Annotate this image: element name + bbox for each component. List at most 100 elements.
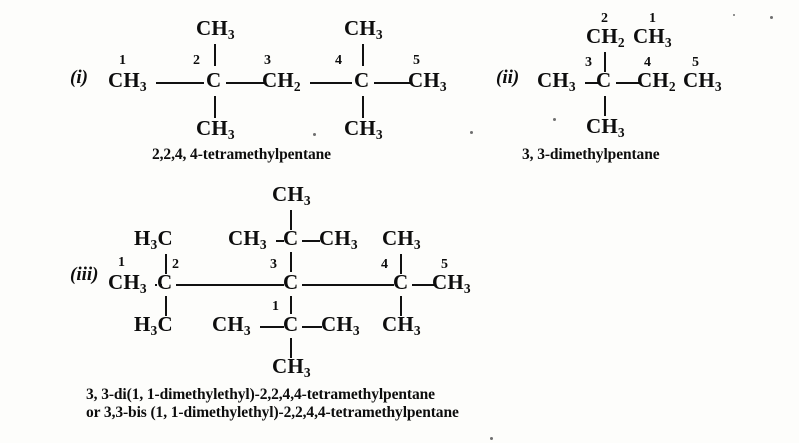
structure-iii-c2: C xyxy=(157,270,173,294)
subscript: 3 xyxy=(259,236,267,252)
subscript: 3 xyxy=(350,236,358,252)
subscript: 2 xyxy=(668,78,676,94)
structure-iii-c5: CH3 xyxy=(432,270,471,296)
subscript: 3 xyxy=(243,322,251,338)
structure-iii-bond-tbu-top-left xyxy=(276,240,284,242)
structure-ii-c5: CH3 xyxy=(683,68,722,94)
structure-iii-tbu-top-carbon: C xyxy=(283,226,299,250)
structure-i-c2-upper-methyl: CH3 xyxy=(196,16,235,42)
subscript: 3 xyxy=(568,78,576,94)
subscript: 3 xyxy=(463,280,471,296)
subscript: 3 xyxy=(139,280,147,296)
subscript: 3 xyxy=(303,364,311,380)
structure-iii-bond-c1-c2-stub2 xyxy=(160,284,162,286)
subscript: 3 xyxy=(352,322,360,338)
structure-iii-c2-lower-methyl: H3C xyxy=(134,312,173,338)
structure-i-locant-2: 2 xyxy=(193,53,200,68)
structure-i-locant-4: 4 xyxy=(335,53,342,68)
structure-i-locant-3: 3 xyxy=(264,53,271,68)
structure-ii-bond-c3-lower xyxy=(604,96,606,116)
structure-iii-caption-line-2: or 3,3-bis (1, 1-dimethylethyl)-2,2,4,4-… xyxy=(86,404,459,421)
structure-iii-bond-tbu-top-upper xyxy=(290,210,292,230)
subscript: 3 xyxy=(150,322,158,338)
structure-iii-c4-upper-methyl: CH3 xyxy=(382,226,421,252)
subscript: 2 xyxy=(617,34,625,50)
structure-i-locant-1: 1 xyxy=(119,53,126,68)
structure-iii-bond-c3-tbu-top xyxy=(290,252,292,272)
structure-iii-c2-upper-methyl: H3C xyxy=(134,226,173,252)
subscript: 3 xyxy=(617,124,625,140)
structure-iii-bond-c2-c3 xyxy=(176,284,284,286)
structure-iii-bond-tbu-bottom-lower xyxy=(290,338,292,358)
structure-i-c4: C xyxy=(354,68,370,92)
structure-i-c2-lower-methyl: CH3 xyxy=(196,116,235,142)
structure-i-c2: C xyxy=(206,68,222,92)
structure-iii-caption-line-1: 3, 3-di(1, 1-dimethylethyl)-2,2,4,4-tetr… xyxy=(86,386,435,403)
scan-speck xyxy=(770,16,773,19)
scan-speck xyxy=(553,118,556,121)
structure-i-c5: CH3 xyxy=(408,68,447,94)
structure-iii-bond-c2-upper xyxy=(165,254,167,274)
structure-i-caption: 2,2,4, 4-tetramethylpentane xyxy=(152,146,331,163)
structure-ii-c3-lower-methyl: CH3 xyxy=(586,114,625,140)
subscript: 3 xyxy=(413,236,421,252)
subscript: 3 xyxy=(150,236,158,252)
structure-iii-bond-tbu-top-right xyxy=(302,240,320,242)
structure-iii-locant-5: 5 xyxy=(441,257,448,272)
structure-ii-c3: C xyxy=(596,68,612,92)
structure-iii-locant-1: 1 xyxy=(118,255,125,270)
structure-i-bond-c1-c2 xyxy=(156,82,204,84)
structure-ii-bond-ch3-c3 xyxy=(585,82,598,84)
structure-iii-c3: C xyxy=(283,270,299,294)
scan-speck xyxy=(490,437,493,440)
structure-iii-tbu-bottom-carbon: C xyxy=(283,312,299,336)
structure-i-c1: CH3 xyxy=(108,68,147,94)
structure-iii-locant-tbu: 1 xyxy=(272,299,279,314)
structure-ii-locant-2: 2 xyxy=(601,11,608,26)
subscript: 3 xyxy=(413,322,421,338)
structure-i-locant-5: 5 xyxy=(413,53,420,68)
structure-iii-bond-tbu-bottom-right xyxy=(302,326,322,328)
structure-iii-c1: CH3 xyxy=(108,270,147,296)
structure-iii-bond-tbu-bottom-left xyxy=(260,326,284,328)
structure-iii-bond-c1-c2-stub xyxy=(155,284,157,286)
scan-speck xyxy=(313,133,316,136)
structure-iii-locant-3: 3 xyxy=(270,257,277,272)
structure-iii-bond-c3-c4 xyxy=(302,284,394,286)
scan-speck xyxy=(470,131,473,134)
structure-iii-locant-2: 2 xyxy=(172,257,179,272)
structure-iii-tbu-bottom-left-methyl: CH3 xyxy=(212,312,251,338)
structure-iii-tbu-top-left-methyl: CH3 xyxy=(228,226,267,252)
subscript: 3 xyxy=(439,78,447,94)
subscript: 3 xyxy=(664,34,672,50)
structure-ii-branch-ch3: CH3 xyxy=(633,24,672,50)
subscript: 3 xyxy=(375,126,383,142)
structure-ii-c3-left-methyl: CH3 xyxy=(537,68,576,94)
structure-iii-bond-c3-tbu-bottom xyxy=(290,296,292,314)
structure-iii-roman-label: (iii) xyxy=(70,264,99,285)
structure-ii-locant-1: 1 xyxy=(649,11,656,26)
subscript: 3 xyxy=(227,26,235,42)
structure-i-c4-upper-methyl: CH3 xyxy=(344,16,383,42)
structure-ii-roman-label: (ii) xyxy=(496,67,520,88)
structure-ii-c4: CH2 xyxy=(637,68,676,94)
structure-i-bond-c3-c4 xyxy=(310,82,352,84)
structure-ii-locant-4: 4 xyxy=(644,55,651,70)
structure-ii-bond-c3-c4 xyxy=(616,82,640,84)
subscript: 3 xyxy=(303,192,311,208)
structure-i-bond-c4-lower xyxy=(362,96,364,118)
subscript: 3 xyxy=(227,126,235,142)
structure-i-bond-c4-c5 xyxy=(374,82,410,84)
structure-i-bond-c2-c3 xyxy=(226,82,266,84)
subscript: 2 xyxy=(293,78,301,94)
structure-ii-bond-c3-branch xyxy=(604,52,606,72)
subscript: 3 xyxy=(375,26,383,42)
structure-ii-branch-ch2: CH2 xyxy=(586,24,625,50)
structure-iii-tbu-top-right-methyl: CH3 xyxy=(319,226,358,252)
structure-iii-bond-c4-upper xyxy=(400,254,402,274)
structure-i-roman-label: (i) xyxy=(70,67,88,88)
structure-i-bond-c2-upper xyxy=(214,44,216,66)
structure-i-bond-c2-lower xyxy=(214,96,216,118)
structure-i-c4-lower-methyl: CH3 xyxy=(344,116,383,142)
